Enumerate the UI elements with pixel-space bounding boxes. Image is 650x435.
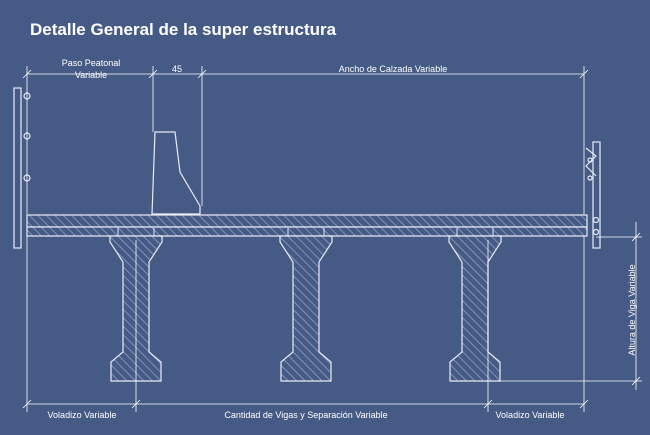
i-beam-2 <box>279 235 333 382</box>
i-beam-3 <box>448 235 502 382</box>
voladizo-left-label: Voladizo Variable <box>48 410 117 420</box>
deck-slab <box>26 214 588 237</box>
dim-45-label: 45 <box>172 64 182 74</box>
diagram-title: Detalle General de la super estructura <box>30 20 337 39</box>
sidewalk-parapet <box>151 131 201 215</box>
height-dimension <box>498 222 642 390</box>
voladizo-right-label: Voladizo Variable <box>496 410 565 420</box>
beam-haunch-2 <box>287 228 325 236</box>
right-railing <box>585 141 601 249</box>
bottom-dimensions <box>22 236 589 412</box>
ancho-calzada-label: Ancho de Calzada Variable <box>339 64 447 74</box>
beam-haunch-3 <box>456 228 494 236</box>
beam-haunch-1 <box>117 228 155 236</box>
paso-peatonal-label-1: Paso Peatonal <box>62 58 121 68</box>
beams-group <box>109 228 502 382</box>
cantidad-vigas-label: Cantidad de Vigas y Separación Variable <box>224 410 387 420</box>
top-dimensions <box>22 66 589 214</box>
altura-viga-label: Altura de Viga Variable <box>627 264 637 355</box>
paso-peatonal-label-2: Variable <box>75 70 107 80</box>
